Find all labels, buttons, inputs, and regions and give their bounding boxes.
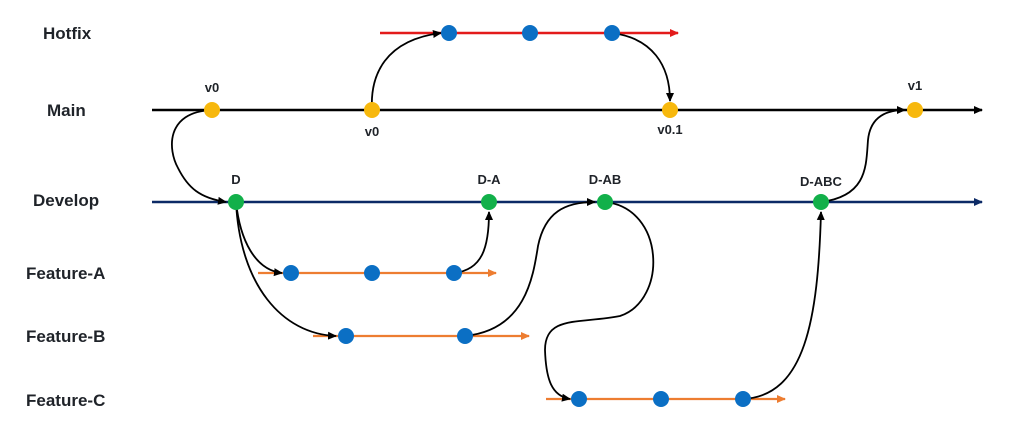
lane-label-develop: Develop xyxy=(33,191,99,210)
edge-hotfix-to-main xyxy=(611,32,674,102)
commit-feature-c-1 xyxy=(571,391,587,407)
tag-develop-dabc: D-ABC xyxy=(800,174,842,189)
lane-label-hotfix: Hotfix xyxy=(43,24,92,43)
commit-main-v0-second xyxy=(364,102,380,118)
edge-main-to-hotfix xyxy=(370,30,442,111)
commit-hotfix-3 xyxy=(604,25,620,41)
tag-main-v0-1: v0.1 xyxy=(657,122,682,137)
commit-main-v0 xyxy=(204,102,220,118)
tag-main-v0-second: v0 xyxy=(365,124,379,139)
edge-develop-to-feature-a xyxy=(235,201,283,277)
commit-feature-b-1 xyxy=(338,328,354,344)
edge-develop-to-feature-b xyxy=(235,201,337,340)
edge-develop-to-feature-c xyxy=(544,201,655,402)
tag-main-v1: v1 xyxy=(908,78,922,93)
commit-feature-b-2 xyxy=(457,328,473,344)
lane-label-feature-b: Feature-B xyxy=(26,327,105,346)
tag-develop-dab: D-AB xyxy=(589,172,622,187)
commit-feature-c-2 xyxy=(653,391,669,407)
commit-main-v0-1 xyxy=(662,102,678,118)
commit-feature-a-2 xyxy=(364,265,380,281)
edge-feature-b-to-develop xyxy=(464,198,596,337)
tag-main-v0: v0 xyxy=(205,80,219,95)
lane-label-feature-c: Feature-C xyxy=(26,391,105,410)
commit-develop-da xyxy=(481,194,497,210)
commit-develop-dabc xyxy=(813,194,829,210)
edge-main-to-develop xyxy=(171,109,227,205)
tag-develop-da: D-A xyxy=(477,172,501,187)
commit-develop-d xyxy=(228,194,244,210)
commit-hotfix-1 xyxy=(441,25,457,41)
edge-feature-a-to-develop xyxy=(453,211,493,274)
lane-label-main: Main xyxy=(47,101,86,120)
edge-feature-c-to-develop xyxy=(742,211,825,400)
commit-main-v1 xyxy=(907,102,923,118)
commit-feature-c-3 xyxy=(735,391,751,407)
tag-develop-d: D xyxy=(231,172,240,187)
commit-feature-a-3 xyxy=(446,265,462,281)
commit-hotfix-2 xyxy=(522,25,538,41)
lane-label-feature-a: Feature-A xyxy=(26,264,105,283)
commit-develop-dab xyxy=(597,194,613,210)
commit-feature-a-1 xyxy=(283,265,299,281)
edge-develop-to-main xyxy=(820,106,906,203)
